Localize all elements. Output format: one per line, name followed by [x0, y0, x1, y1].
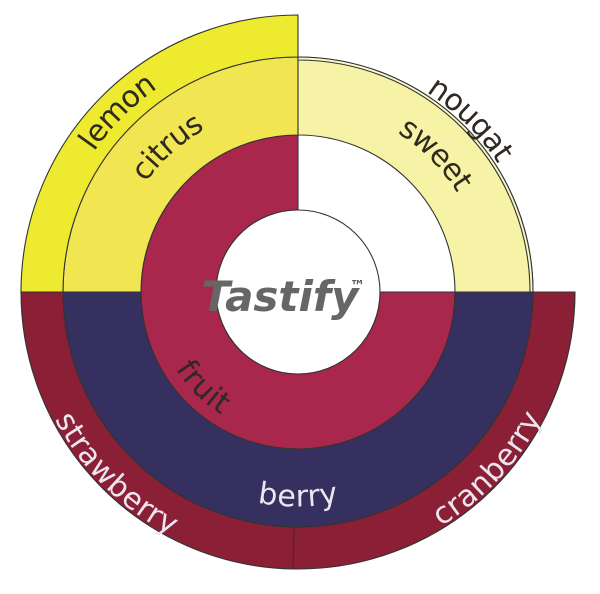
wheel-segments	[20, 14, 576, 570]
outer-segment-strawberry	[20, 291, 295, 570]
middle-label-berry: berry	[256, 476, 340, 515]
center-logo: Tastify ™	[201, 272, 365, 321]
trademark-symbol: ™	[350, 277, 365, 295]
center-hole	[215, 209, 381, 375]
brand-name: Tastify	[201, 272, 360, 321]
outer-segment-lemon	[20, 14, 299, 293]
